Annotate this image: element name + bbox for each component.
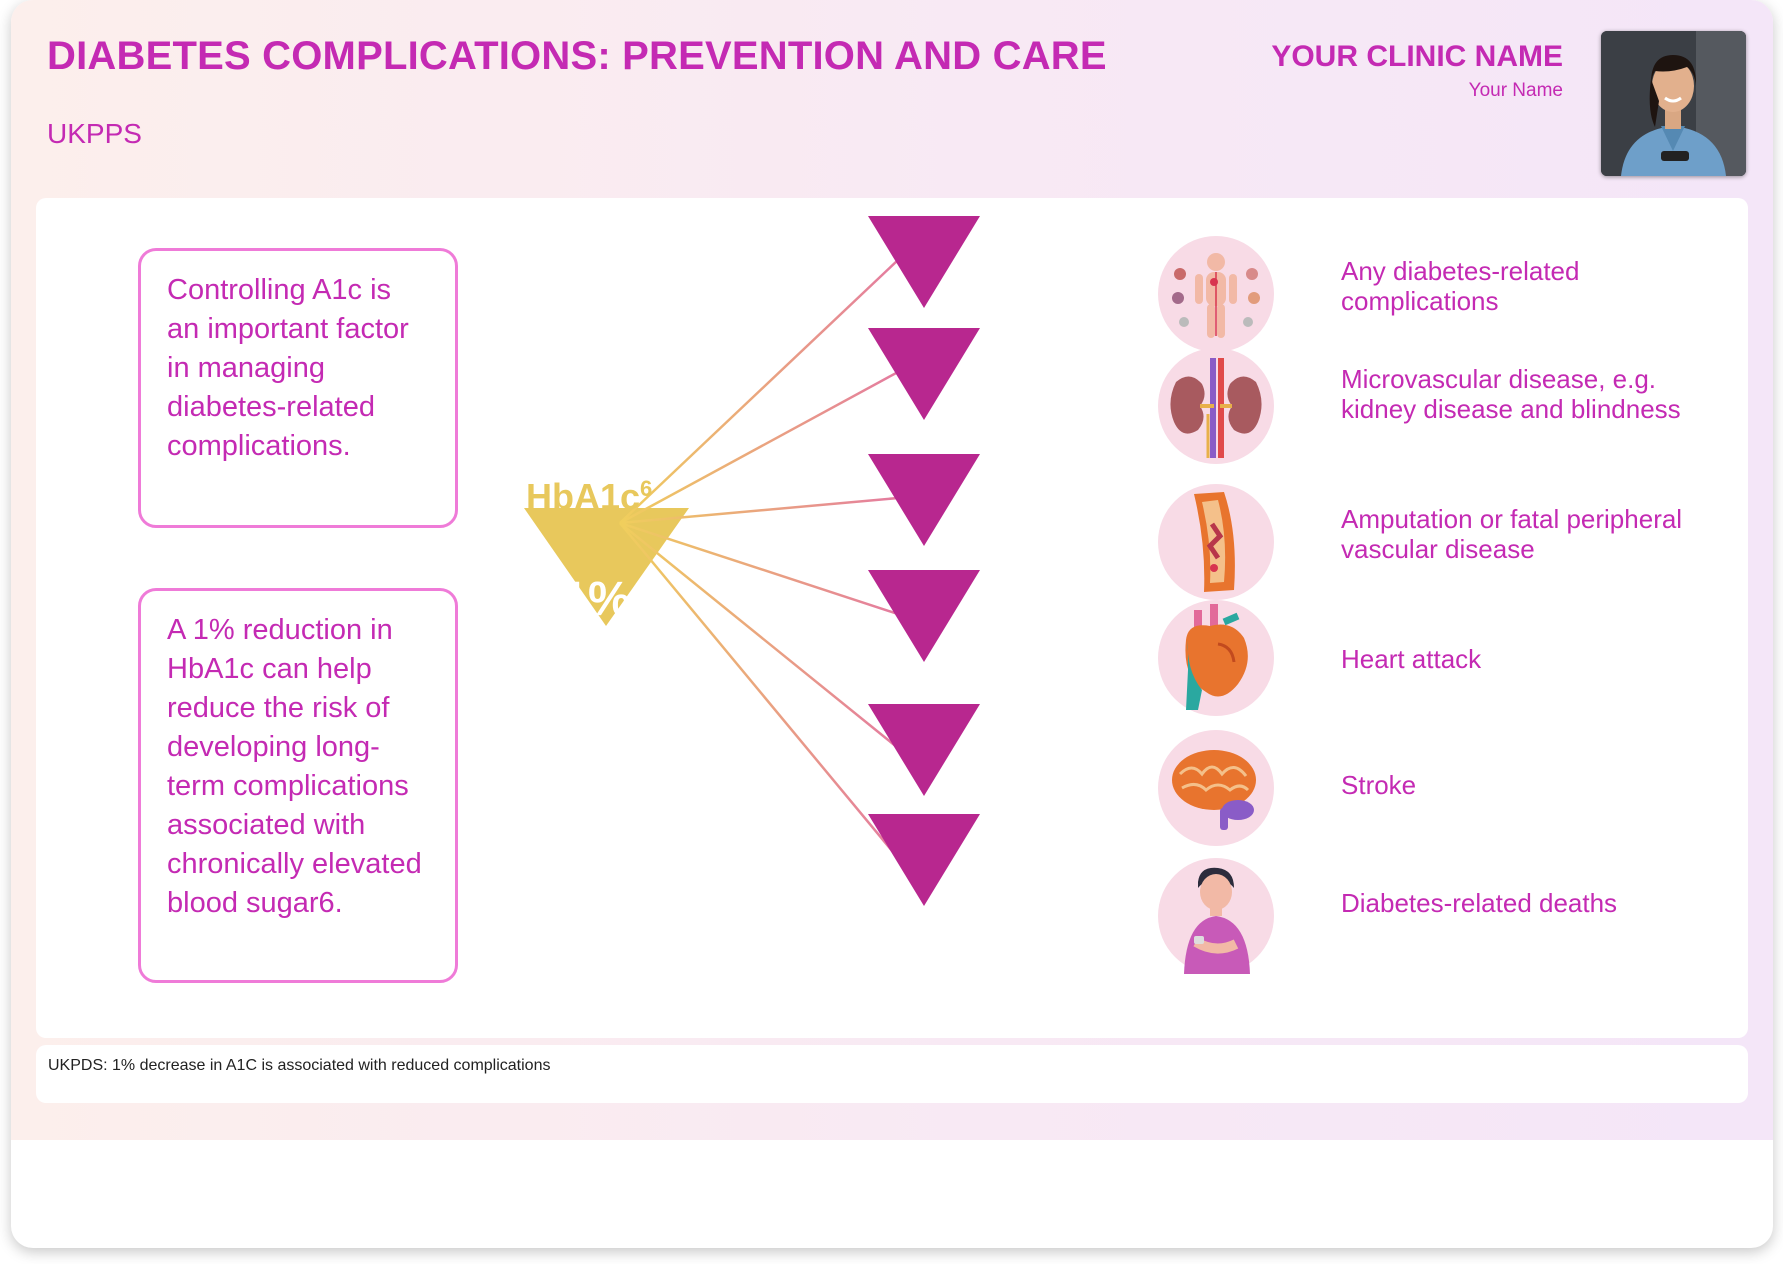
outcome-triangle (868, 704, 980, 796)
diagram-panel: Controlling A1c is an important factor i… (36, 198, 1748, 1038)
slide-frame: DIABETES COMPLICATIONS: PREVENTION AND C… (11, 0, 1773, 1248)
clinic-name: YOUR CLINIC NAME (1271, 40, 1563, 73)
page-title: DIABETES COMPLICATIONS: PREVENTION AND C… (47, 34, 1107, 78)
outcome-percent: 14%6 (975, 584, 1033, 613)
kidney-icon (1158, 348, 1274, 464)
presenter-photo (1601, 31, 1746, 176)
slide: DIABETES COMPLICATIONS: PREVENTION AND C… (11, 0, 1773, 1140)
outcome-label: Stroke (1341, 770, 1417, 800)
outcome-label: Microvascular disease, e.g. kidney disea… (1341, 364, 1681, 424)
outcome-triangle (868, 216, 980, 308)
heart-icon (1158, 600, 1274, 716)
hba1c-value: 1% (561, 573, 631, 626)
outcome-label: Any diabetes-related complications (1341, 256, 1580, 316)
outcome-triangle (868, 814, 980, 906)
connector-line (619, 496, 899, 525)
info-box-reduction: A 1% reduction in HbA1c can help reduce … (138, 588, 458, 983)
blood-vessel-icon (1158, 484, 1274, 600)
body-icon (1158, 236, 1274, 352)
page-subtitle: UKPPS (47, 118, 142, 149)
outcome-triangle (868, 454, 980, 546)
hba1c-triangle (524, 508, 689, 626)
connector-line (619, 370, 899, 525)
outcome-percent: 37%6 (975, 342, 1033, 371)
outcome-label: Amputation or fatal peripheral vascular … (1341, 504, 1683, 564)
outcome-percent: 43%6 (975, 468, 1033, 497)
avatar-icon (1601, 31, 1746, 176)
person-icon (1158, 858, 1274, 974)
outcome-triangle (868, 570, 980, 662)
connector-line (619, 522, 899, 749)
outcome-triangle (868, 328, 980, 420)
connector-diagram (524, 216, 980, 906)
info-box-a1c: Controlling A1c is an important factor i… (138, 248, 458, 528)
outcome-label: Heart attack (1341, 644, 1482, 674)
connector-line (619, 522, 899, 859)
hba1c-label: HbA1c6 (526, 476, 653, 517)
outcome-percent: 21%6 (975, 228, 1033, 257)
footnote-text: UKPDS: 1% decrease in A1C is associated … (48, 1057, 551, 1074)
presenter-name: Your Name (1468, 80, 1563, 101)
footnote: UKPDS: 1% decrease in A1C is associated … (36, 1045, 1748, 1103)
brain-icon (1158, 730, 1274, 846)
connector-line (619, 259, 899, 524)
outcome-percent: 21%6 (975, 728, 1033, 757)
outcome-label: Diabetes-related deaths (1341, 888, 1618, 918)
connector-line (619, 521, 899, 616)
outcome-percent: 21%6 (975, 852, 1033, 881)
